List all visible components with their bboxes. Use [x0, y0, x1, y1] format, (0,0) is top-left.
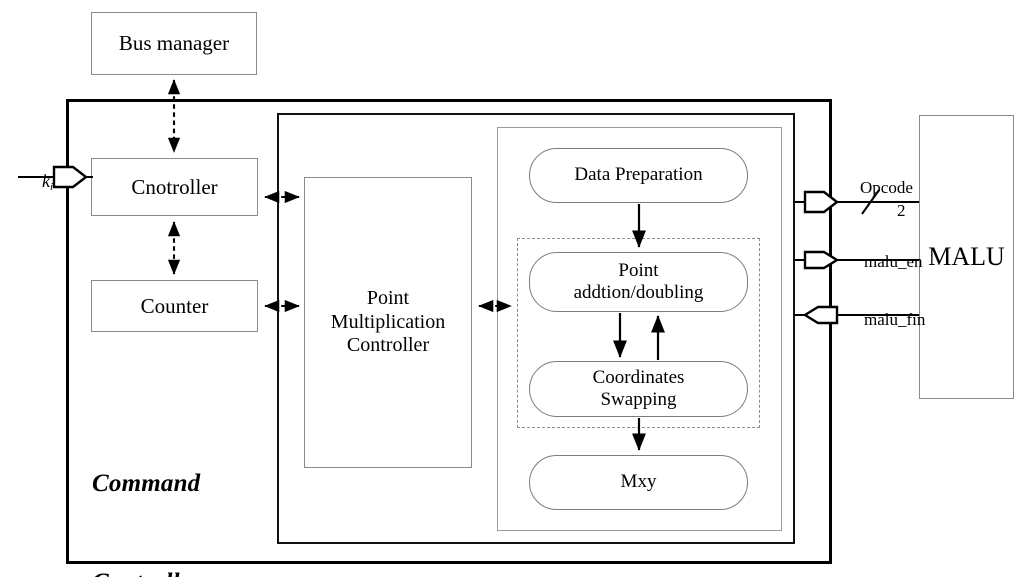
opcode-width-text: 2: [897, 201, 906, 220]
command-controller-title-line1: Command: [92, 470, 201, 497]
cnotroller-label: Cnotroller: [131, 174, 218, 199]
point-addition-doubling-label: Point addtion/doubling: [573, 259, 704, 303]
command-controller-title-line2: Controller: [92, 566, 201, 577]
malu-label: MALU: [928, 241, 1005, 271]
ki-subscript: i: [50, 181, 54, 193]
operations-group-frame: [497, 127, 782, 531]
mxy-label: Mxy: [620, 471, 657, 493]
point-addition-doubling-block[interactable]: Point addtion/doubling: [529, 252, 748, 312]
point-multiplication-datapath-frame: [277, 113, 795, 544]
counter-block[interactable]: Counter: [91, 280, 258, 332]
opcode-width-label: 2: [880, 181, 906, 241]
ki-signal-label: ki: [24, 150, 53, 214]
command-controller-title: Command Controller: [92, 401, 201, 577]
point-multiplication-controller-block[interactable]: Point Multiplication Controller: [304, 177, 472, 468]
malu-fin-text: malu_fin: [864, 310, 926, 329]
cnotroller-block[interactable]: Cnotroller: [91, 158, 258, 216]
bus-manager-block[interactable]: Bus manager: [91, 12, 257, 75]
command-controller-frame: [66, 99, 832, 564]
data-preparation-block[interactable]: Data Preparation: [529, 148, 748, 203]
data-preparation-label: Data Preparation: [574, 164, 703, 186]
malu-en-signal-label: malu_en: [847, 232, 923, 292]
coordinates-swapping-block[interactable]: Coordinates Swapping: [529, 361, 748, 417]
point-multiplication-controller-label: Point Multiplication Controller: [330, 287, 446, 357]
counter-label: Counter: [140, 293, 209, 318]
malu-block[interactable]: MALU: [919, 115, 1014, 399]
malu-en-text: malu_en: [864, 252, 923, 271]
mxy-block[interactable]: Mxy: [529, 455, 748, 510]
malu-fin-signal-label: malu_fin: [847, 290, 925, 350]
bus-manager-label: Bus manager: [118, 31, 230, 56]
coordinates-swapping-label: Coordinates Swapping: [592, 366, 685, 410]
ki-base: k: [42, 171, 50, 191]
